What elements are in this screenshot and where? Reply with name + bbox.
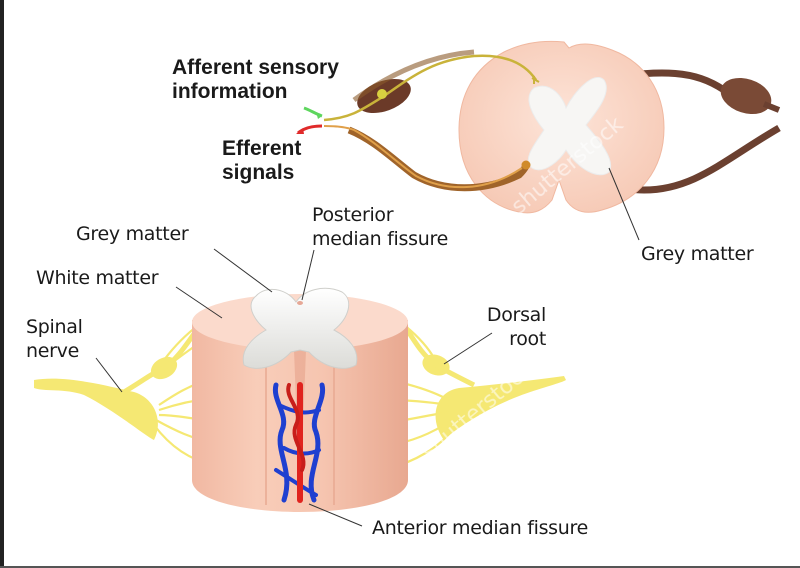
bottom-border <box>0 566 800 568</box>
afferent-nerve <box>323 54 538 122</box>
vein-right <box>308 382 326 503</box>
bottom-grey-matter-label: Grey matter <box>76 223 189 245</box>
afferent-cell-body <box>377 89 387 99</box>
afferent-label-line2: information <box>172 80 288 103</box>
left-spinal-nerve <box>34 378 158 440</box>
dorsal-root-label-line1: Dorsal <box>486 304 546 326</box>
bottom-grey-matter <box>242 287 358 369</box>
anterior-fissure-label: Anterior median fissure <box>372 517 588 539</box>
white-matter-label: White matter <box>36 267 159 289</box>
spinal-nerve-label-line2: nerve <box>26 340 79 362</box>
top-cross-section <box>296 40 781 241</box>
efferent-label-line2: signals <box>222 161 295 184</box>
motor-cell-body <box>521 160 531 170</box>
leader-lines <box>95 248 493 527</box>
blood-vessels <box>272 382 326 503</box>
right-spinal-nerve <box>435 376 566 440</box>
top-grey-matter-leader <box>608 167 640 241</box>
top-grey-matter-label: Grey matter <box>641 243 754 265</box>
afferent-label-line1: Afferent sensory <box>172 56 339 79</box>
posterior-fissure-label-line2: median fissure <box>312 228 448 250</box>
efferent-label-line1: Efferent <box>222 137 302 160</box>
top-grey-matter <box>527 77 612 176</box>
right-ganglion <box>720 77 772 115</box>
spinal-cord-illustration: shutterstock shutterstock <box>34 40 781 527</box>
diagram-canvas: shutterstock shutterstock Afferent senso… <box>4 0 800 566</box>
spinal-nerve-label-line1: Spinal <box>26 316 83 338</box>
dorsal-root-label-line2: root <box>509 328 546 350</box>
bottom-segment <box>34 248 566 527</box>
posterior-fissure-label-line1: Posterior <box>312 204 394 226</box>
